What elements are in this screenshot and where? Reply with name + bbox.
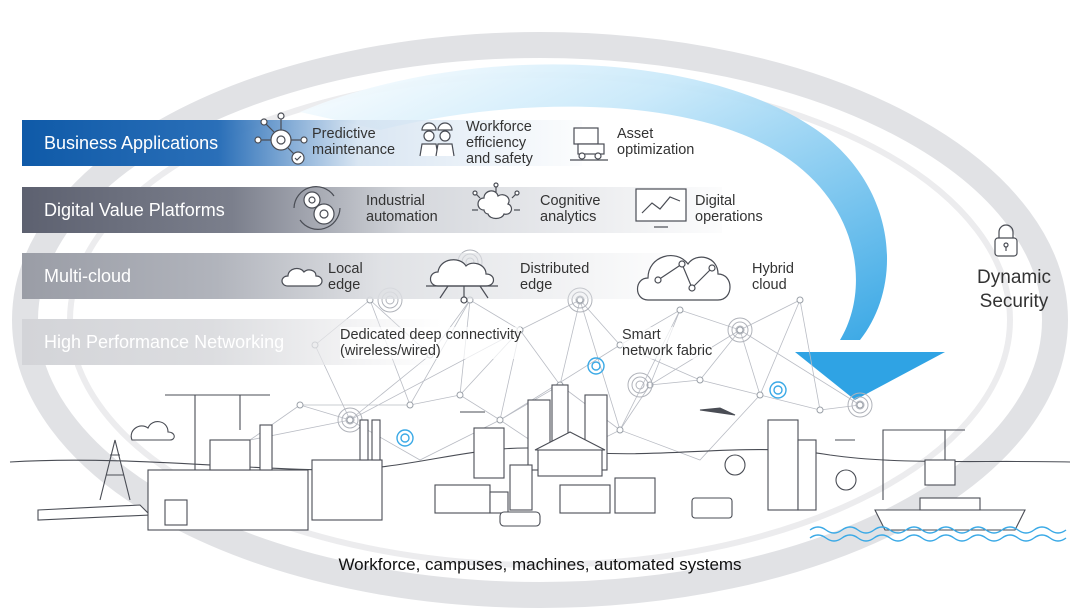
gears-icon [293,186,341,230]
layer-label: High Performance Networking [44,331,285,352]
distributed-cloud-icon [426,259,498,304]
dedicated-connectivity-label: Dedicated deep connectivity (wireless/wi… [340,327,522,359]
gear-network-icon [254,112,308,165]
layer-digital-value-platforms: Digital Value Platforms [22,187,722,233]
layer-label: Multi-cloud [44,265,132,286]
distributed-edge-label: Distributed edge [520,261,590,293]
layer-multi-cloud: Multi-cloud [22,253,672,299]
workers-icon [419,122,455,157]
mesh-nodes [296,296,864,434]
monitor-chart-icon [635,188,687,228]
cityscape [9,384,1071,531]
digital-operations-label: Digital operations [695,193,763,225]
scene-clouds [130,421,175,441]
cloud-icon [281,267,323,287]
hybrid-cloud-label: Hybrid cloud [752,261,794,293]
hybrid-cloud-icon [636,255,731,301]
predictive-maintenance-label: Predictive maintenance [312,126,396,158]
layer-label: Digital Value Platforms [44,199,225,220]
truck-icon [570,127,608,161]
cycle-arrow [300,64,945,400]
layer-label: Business Applications [44,132,219,153]
water-waves [809,526,1067,542]
wireless-blue [396,357,787,447]
cognitive-analytics-label: Cognitive analytics [540,193,601,225]
bottom-caption: Workforce, campuses, machines, automated… [338,555,742,574]
smart-network-fabric-label: Smart network fabric [622,327,713,359]
dynamic-security-label: Dynamic Security [977,267,1051,312]
brain-icon [472,182,520,220]
industrial-automation-label: Industrial automation [366,193,438,225]
asset-optimization-label: Asset optimization [617,126,695,158]
local-edge-label: Local edge [328,261,363,293]
workforce-efficiency-label: Workforce efficiency and safety [466,119,533,167]
padlock-icon [994,224,1018,257]
